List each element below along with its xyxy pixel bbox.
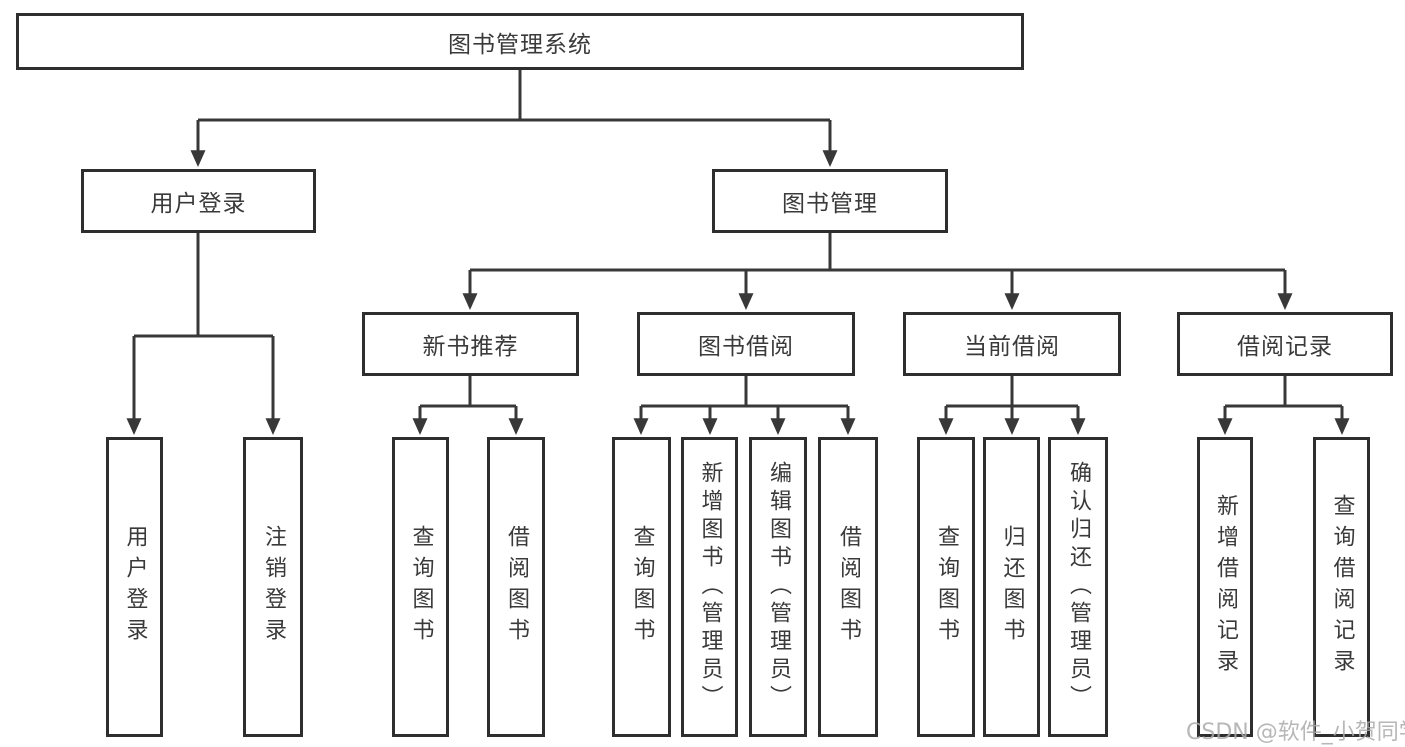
node-leaf-cb-query-book: 查询图书 xyxy=(917,437,975,737)
node-leaf-user-login: 用户登录 xyxy=(106,437,163,737)
node-leaf-rec-query-book: 查询图书 xyxy=(392,437,449,737)
node-leaf-rec-query-book-label: 查询图书 xyxy=(408,525,434,649)
node-new-book-recommend: 新书推荐 xyxy=(362,312,579,376)
node-user-login-branch-label: 用户登录 xyxy=(150,191,247,217)
node-leaf-logout-label: 注销登录 xyxy=(261,525,286,649)
node-book-management-label: 图书管理 xyxy=(782,191,878,217)
node-book-management: 图书管理 xyxy=(712,169,948,233)
edge-root-trunk xyxy=(198,68,830,122)
edge-new-book-recommend-trunk xyxy=(420,374,516,408)
node-leaf-bb-borrow-book: 借阅图书 xyxy=(818,437,878,737)
node-book-borrowing: 图书借阅 xyxy=(637,312,855,376)
node-leaf-cb-confirm-return-admin: 确认归还（管理员） xyxy=(1048,437,1108,737)
node-new-book-recommend-label: 新书推荐 xyxy=(422,334,519,360)
node-leaf-user-login-label: 用户登录 xyxy=(122,525,148,649)
node-root-label: 图书管理系统 xyxy=(448,31,592,58)
node-leaf-br-query-record: 查询借阅记录 xyxy=(1313,437,1370,737)
node-user-login-branch: 用户登录 xyxy=(81,169,316,233)
node-leaf-bb-edit-book-admin: 编辑图书（管理员） xyxy=(749,437,807,737)
node-leaf-br-add-record: 新增借阅记录 xyxy=(1197,437,1253,737)
edge-borrow-records-trunk xyxy=(1225,374,1342,408)
node-leaf-br-query-record-label: 查询借阅记录 xyxy=(1329,494,1355,680)
node-book-borrowing-label: 图书借阅 xyxy=(698,334,794,360)
node-borrow-records-label: 借阅记录 xyxy=(1237,334,1333,360)
node-leaf-cb-query-book-label: 查询图书 xyxy=(934,525,959,649)
node-leaf-bb-add-book-admin-label: 新增图书（管理员） xyxy=(697,461,723,713)
node-leaf-bb-query-book-label: 查询图书 xyxy=(629,525,655,649)
node-leaf-bb-query-book: 查询图书 xyxy=(612,437,671,737)
node-leaf-br-add-record-label: 新增借阅记录 xyxy=(1213,494,1238,680)
node-leaf-cb-confirm-return-admin-label: 确认归还（管理员） xyxy=(1066,461,1091,713)
node-leaf-cb-return-book: 归还图书 xyxy=(983,437,1040,737)
node-leaf-bb-borrow-book-label: 借阅图书 xyxy=(836,525,861,649)
node-current-borrowing: 当前借阅 xyxy=(903,312,1121,376)
edge-current-borrowing-trunk xyxy=(946,374,1078,408)
node-current-borrowing-label: 当前借阅 xyxy=(964,334,1060,360)
node-leaf-rec-borrow-book: 借阅图书 xyxy=(487,437,545,737)
node-leaf-cb-return-book-label: 归还图书 xyxy=(999,525,1025,649)
node-leaf-logout: 注销登录 xyxy=(243,437,303,737)
watermark-text: CSDN @软件_小贺同学 xyxy=(1186,720,1405,745)
node-leaf-rec-borrow-book-label: 借阅图书 xyxy=(504,525,529,649)
edge-user-login-trunk xyxy=(134,231,273,338)
node-root: 图书管理系统 xyxy=(16,13,1024,70)
node-borrow-records: 借阅记录 xyxy=(1177,312,1393,376)
edge-book-management-trunk xyxy=(470,231,1285,272)
node-leaf-bb-edit-book-admin-label: 编辑图书（管理员） xyxy=(766,461,791,713)
edge-book-borrowing-trunk xyxy=(641,374,848,408)
node-leaf-bb-add-book-admin: 新增图书（管理员） xyxy=(681,437,738,737)
